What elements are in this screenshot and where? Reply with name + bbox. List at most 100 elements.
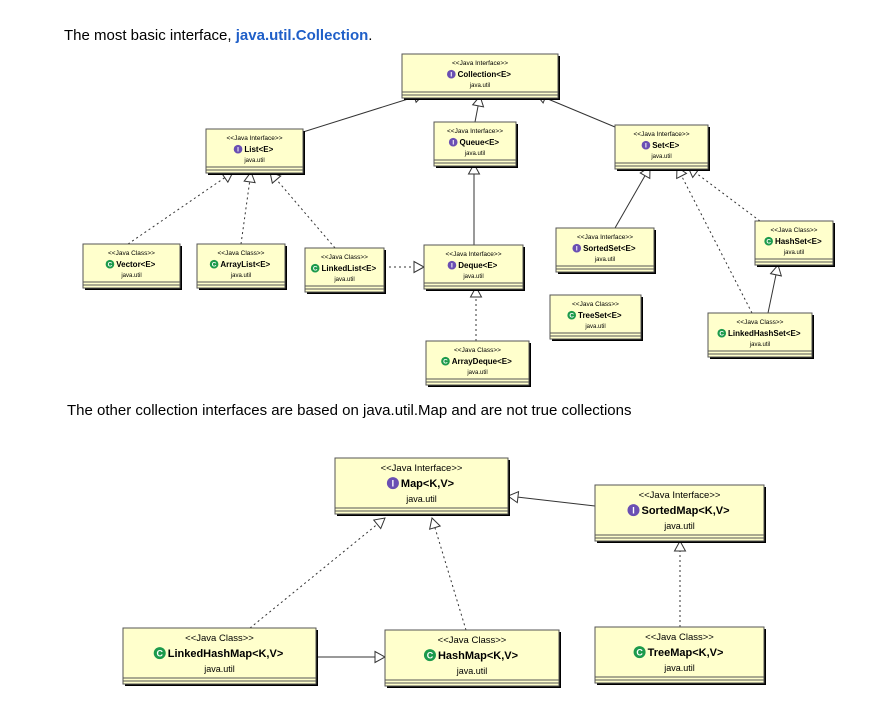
- node-sortedmap[interactable]: <<Java Interface>>SortedMap<K,V>Ijava.ut…: [594, 484, 766, 543]
- svg-text:C: C: [636, 647, 643, 657]
- class-icon: C: [209, 259, 219, 269]
- class-icon: C: [105, 259, 115, 269]
- node-collection[interactable]: <<Java Interface>>Collection<E>Ijava.uti…: [401, 53, 560, 100]
- class-name: TreeSet<E>: [578, 311, 622, 320]
- stereotype-label: <<Java Class>>: [321, 254, 368, 261]
- node-linkedhashmap[interactable]: <<Java Class>>LinkedHashMap<K,V>Cjava.ut…: [122, 627, 318, 686]
- class-name: HashSet<E>: [775, 237, 822, 246]
- arrowhead: [243, 170, 256, 184]
- package-label: java.util: [749, 342, 770, 348]
- node-box: [384, 629, 560, 687]
- package-label: java.util: [120, 273, 141, 279]
- package-label: java.util: [584, 324, 605, 330]
- stereotype-label: <<Java Class>>: [771, 227, 818, 234]
- stereotype-label: <<Java Interface>>: [639, 490, 721, 501]
- package-label: java.util: [469, 83, 490, 89]
- class-icon: C: [441, 356, 450, 366]
- stereotype-label: <<Java Interface>>: [633, 131, 689, 138]
- class-icon: C: [153, 647, 166, 660]
- class-name: Map<K,V>: [401, 478, 454, 490]
- arrowhead: [374, 650, 387, 664]
- class-name: Queue<E>: [460, 138, 500, 147]
- svg-text:I: I: [576, 246, 578, 253]
- edge-hashmap-to-map: [428, 517, 467, 631]
- caption-suffix: .: [368, 27, 373, 44]
- class-name: LinkedHashSet<E>: [728, 329, 801, 338]
- edge-sortedmap-to-map: [506, 490, 596, 507]
- arrowhead: [428, 517, 442, 530]
- svg-text:C: C: [156, 648, 163, 658]
- package-label: java.util: [243, 158, 264, 164]
- svg-text:I: I: [450, 72, 452, 79]
- svg-text:C: C: [212, 262, 217, 269]
- edge-sortedset-to-set: [614, 166, 651, 229]
- class-name: ArrayDeque<E>: [452, 357, 512, 366]
- node-box: [401, 53, 559, 99]
- class-name: Deque<E>: [458, 261, 497, 270]
- package-label: java.util: [203, 664, 235, 674]
- stereotype-label: <<Java Class>>: [218, 250, 265, 257]
- stereotype-label: <<Java Class>>: [572, 301, 619, 308]
- class-icon: C: [310, 263, 320, 273]
- node-box: [205, 128, 304, 174]
- arrowhead: [413, 260, 426, 274]
- class-icon: C: [567, 310, 577, 320]
- interface-icon: I: [572, 243, 582, 253]
- stereotype-label: <<Java Class>>: [438, 635, 507, 646]
- svg-text:C: C: [313, 266, 318, 273]
- node-box: [334, 457, 509, 515]
- class-icon: C: [633, 646, 646, 659]
- stereotype-label: <<Java Class>>: [108, 250, 155, 257]
- package-label: java.util: [663, 521, 695, 531]
- edge-arraydeque-to-deque: [469, 285, 483, 341]
- class-name: TreeMap<K,V>: [648, 647, 724, 659]
- package-label: java.util: [650, 154, 671, 160]
- interface-icon: I: [233, 144, 243, 154]
- edge-linkedhashmap-to-map: [249, 517, 386, 629]
- stereotype-label: <<Java Interface>>: [381, 463, 463, 474]
- stereotype-label: <<Java Interface>>: [445, 251, 501, 258]
- svg-text:C: C: [766, 239, 771, 246]
- class-name: ArrayList<E>: [220, 260, 270, 269]
- arrowhead: [467, 162, 481, 175]
- stereotype-label: <<Java Interface>>: [577, 234, 633, 241]
- collection-code-link[interactable]: java.util.Collection: [235, 27, 369, 44]
- edge-treemap-to-sortedmap: [673, 539, 687, 627]
- map-caption: The other collection interfaces are base…: [67, 402, 632, 419]
- stereotype-label: <<Java Class>>: [737, 319, 784, 326]
- interface-icon: I: [627, 504, 640, 517]
- svg-text:I: I: [452, 140, 454, 147]
- interface-icon: I: [386, 477, 399, 490]
- package-label: java.util: [333, 277, 354, 283]
- node-box: [614, 124, 709, 170]
- node-box: [555, 227, 655, 273]
- node-box: [594, 484, 765, 542]
- class-icon: C: [423, 649, 436, 662]
- edge-hashset-to-set: [687, 166, 761, 222]
- node-box: [594, 626, 765, 684]
- arrowhead: [372, 517, 386, 530]
- node-box: [754, 220, 834, 266]
- node-box: [549, 294, 642, 340]
- svg-text:I: I: [632, 505, 635, 515]
- edge-deque-to-queue: [467, 162, 481, 245]
- svg-text:I: I: [392, 478, 395, 488]
- package-label: java.util: [594, 257, 615, 263]
- node-box: [423, 244, 524, 290]
- edge-linkedhashset-to-set: [676, 166, 753, 314]
